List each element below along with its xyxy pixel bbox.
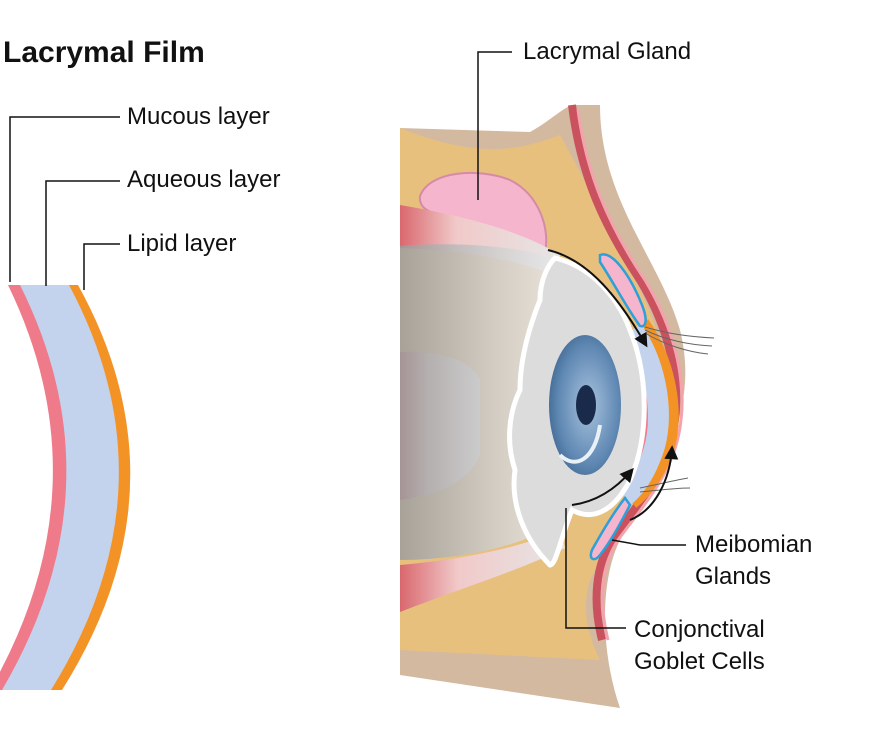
tear-flow-arrow-meibomian: [629, 445, 679, 521]
lipid-leader-line: [83, 243, 120, 290]
tear-flow-arrow-upper: [547, 249, 648, 348]
mucous-leader-line: [9, 116, 120, 282]
lower-muscle: [400, 530, 565, 612]
upper-meibomian-gland: [598, 253, 647, 328]
diagram-title: Lacrymal Film: [3, 36, 205, 69]
lipid-layer-label: Lipid layer: [127, 230, 237, 257]
tear-flow-arrow-goblet: [571, 467, 634, 506]
eye-section: [400, 51, 715, 708]
goblet-label-line1: Conjonctival: [634, 616, 765, 643]
lower-meibomian-gland: [589, 495, 632, 561]
eyelid-skin-highlight: [576, 109, 684, 641]
goblet-leader-line: [565, 508, 626, 629]
mucous-layer-label: Mucous layer: [127, 103, 270, 130]
eye-tear-film-aqueous: [616, 323, 669, 505]
tear-film-section: [0, 116, 131, 690]
upper-eyelashes: [644, 326, 715, 355]
iris-reflection: [558, 424, 602, 464]
meibomian-label-line1: Meibomian: [695, 531, 813, 558]
film-inner-white: [0, 285, 53, 672]
lower-eyelashes: [639, 477, 691, 493]
meibomian-label-line2: Glands: [695, 563, 772, 590]
meibomian-leader-line: [611, 539, 686, 546]
aqueous-leader-line: [45, 180, 120, 286]
lacrymal-gland-label: Lacrymal Gland: [523, 38, 692, 65]
pupil: [576, 385, 596, 425]
aqueous-layer-label: Aqueous layer: [127, 166, 281, 193]
goblet-label-line2: Goblet Cells: [634, 648, 765, 675]
lacrymal-gland-leader-line: [477, 51, 512, 200]
